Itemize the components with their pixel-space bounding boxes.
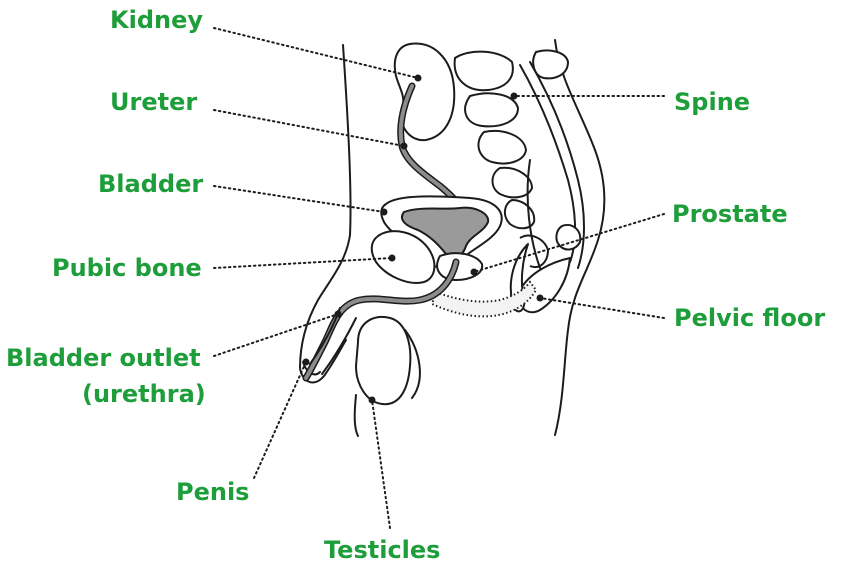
bladder-outlet-dot — [335, 311, 342, 318]
label-pubic-bone: Pubic bone — [52, 254, 202, 282]
bladder-dot — [381, 209, 388, 216]
pubic-bone-dot — [389, 255, 396, 262]
label-pelvic-floor: Pelvic floor — [674, 304, 825, 332]
label-bladder: Bladder — [98, 170, 203, 198]
pelvic-floor-leader — [540, 298, 664, 318]
ureter-dot — [401, 143, 408, 150]
pubic-bone-leader — [214, 258, 392, 268]
testicles-dot — [369, 397, 376, 404]
prostate-dot — [471, 269, 478, 276]
label-spine: Spine — [674, 88, 750, 116]
testicles-leader — [372, 400, 390, 528]
label-prostate: Prostate — [672, 200, 788, 228]
penis-leader — [254, 362, 306, 478]
spine-dot — [511, 93, 518, 100]
bladder-leader — [214, 186, 384, 212]
testicle-shape — [356, 317, 410, 404]
ureter-leader — [214, 110, 404, 146]
kidney-leader — [214, 28, 418, 78]
label-ureter: Ureter — [110, 88, 197, 116]
label-kidney: Kidney — [110, 6, 203, 34]
prostate-shape — [437, 253, 482, 280]
label-bladder-outlet-line1: Bladder outlet — [6, 344, 201, 372]
label-bladder-outlet-line2: (urethra) — [82, 380, 206, 408]
label-penis: Penis — [176, 478, 249, 506]
kidney-dot — [415, 75, 422, 82]
label-testicles: Testicles — [324, 536, 440, 563]
pelvic-floor-dot — [537, 295, 544, 302]
penis-dot — [303, 359, 310, 366]
